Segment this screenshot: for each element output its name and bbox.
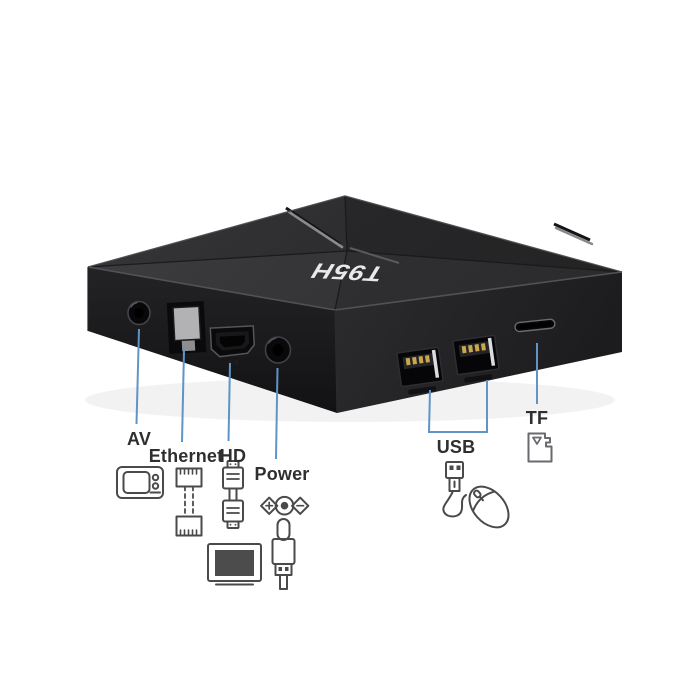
tv-icon: [116, 466, 164, 499]
dc-plug-icon: [271, 518, 296, 590]
usb-port-2: [452, 334, 500, 383]
polarity-icon: [260, 495, 310, 516]
callout-label-hd: HD: [219, 446, 247, 466]
callout-label-usb: USB: [436, 437, 476, 457]
power-port: [264, 336, 292, 364]
callout-label-tf: TF: [525, 408, 549, 428]
callout-label-av: AV: [126, 429, 152, 449]
callout-label-power: Power: [254, 464, 310, 484]
leader-line-hd: [227, 362, 231, 442]
hdmi-port: [209, 325, 255, 366]
callout-label-ethernet: Ethernet: [148, 446, 224, 466]
ethernet-port: [166, 301, 207, 354]
leader-line-usb-bracket: [427, 380, 488, 433]
logo-text: T95H: [309, 258, 387, 285]
tv-box-device: T95H: [87, 195, 623, 414]
leader-line-power: [275, 367, 279, 460]
av-port: [127, 300, 151, 326]
hdmi-cable-icon: [222, 460, 244, 529]
box-top-face: [88, 196, 622, 310]
leader-line-ethernet: [181, 349, 185, 443]
tf-card-slot: [514, 318, 556, 333]
monitor-icon: [207, 543, 262, 586]
leader-lines: [135, 328, 538, 460]
usb-plug-icon: [442, 461, 467, 518]
usb-port-1: [396, 346, 444, 395]
leader-line-av: [135, 328, 140, 425]
box-edges: [87, 195, 623, 414]
tf-card-icon: [527, 432, 553, 463]
ethernet-cable-icon: [175, 467, 203, 537]
mouse-icon: [468, 485, 510, 529]
